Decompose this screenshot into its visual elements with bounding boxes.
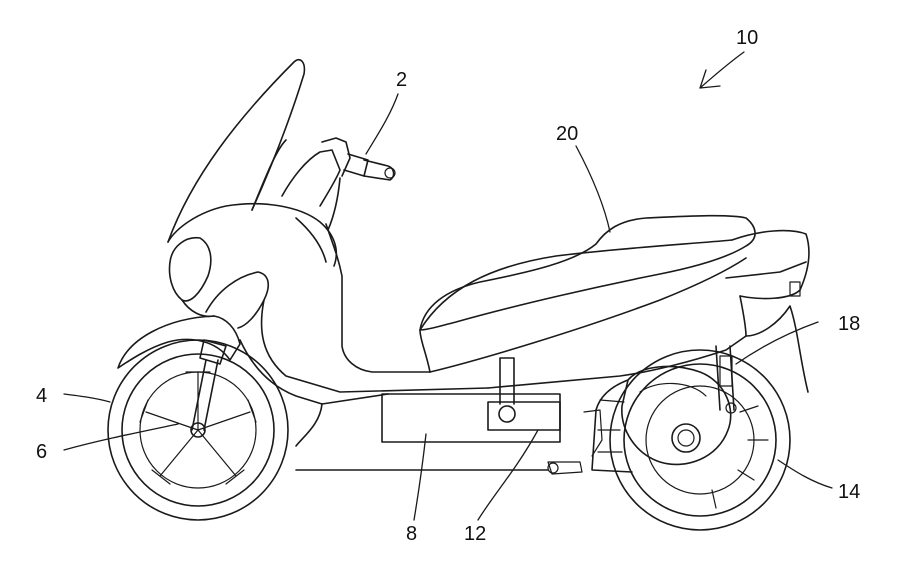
seat bbox=[419, 214, 756, 331]
rear-shock-absorber bbox=[715, 345, 737, 414]
front-fork bbox=[191, 339, 227, 431]
rear-wheel bbox=[609, 349, 791, 531]
leader-4 bbox=[63, 393, 111, 403]
ref-label-6: 6 bbox=[36, 441, 47, 463]
leader-6 bbox=[63, 423, 179, 451]
ref-label-20: 20 bbox=[556, 123, 578, 145]
ref-label-8: 8 bbox=[406, 523, 417, 545]
side-stand bbox=[547, 409, 603, 475]
ref-label-14: 14 bbox=[838, 481, 860, 503]
ref-label-2: 2 bbox=[396, 69, 407, 91]
ref-label-10: 10 bbox=[736, 27, 758, 49]
leader-10-arrow bbox=[699, 51, 745, 89]
handlebar bbox=[281, 137, 396, 231]
leader-12 bbox=[477, 429, 539, 521]
front-fender bbox=[117, 315, 241, 369]
leader-2 bbox=[365, 93, 399, 155]
body-shell bbox=[167, 58, 810, 471]
leader-18 bbox=[735, 321, 819, 365]
power-controller bbox=[487, 357, 561, 431]
ref-label-12: 12 bbox=[464, 523, 486, 545]
front-wheel bbox=[107, 339, 289, 521]
ref-label-18: 18 bbox=[838, 313, 860, 335]
ref-label-4: 4 bbox=[36, 385, 47, 407]
leader-8 bbox=[413, 433, 427, 521]
leader-14 bbox=[777, 459, 833, 489]
leader-20 bbox=[575, 145, 611, 233]
